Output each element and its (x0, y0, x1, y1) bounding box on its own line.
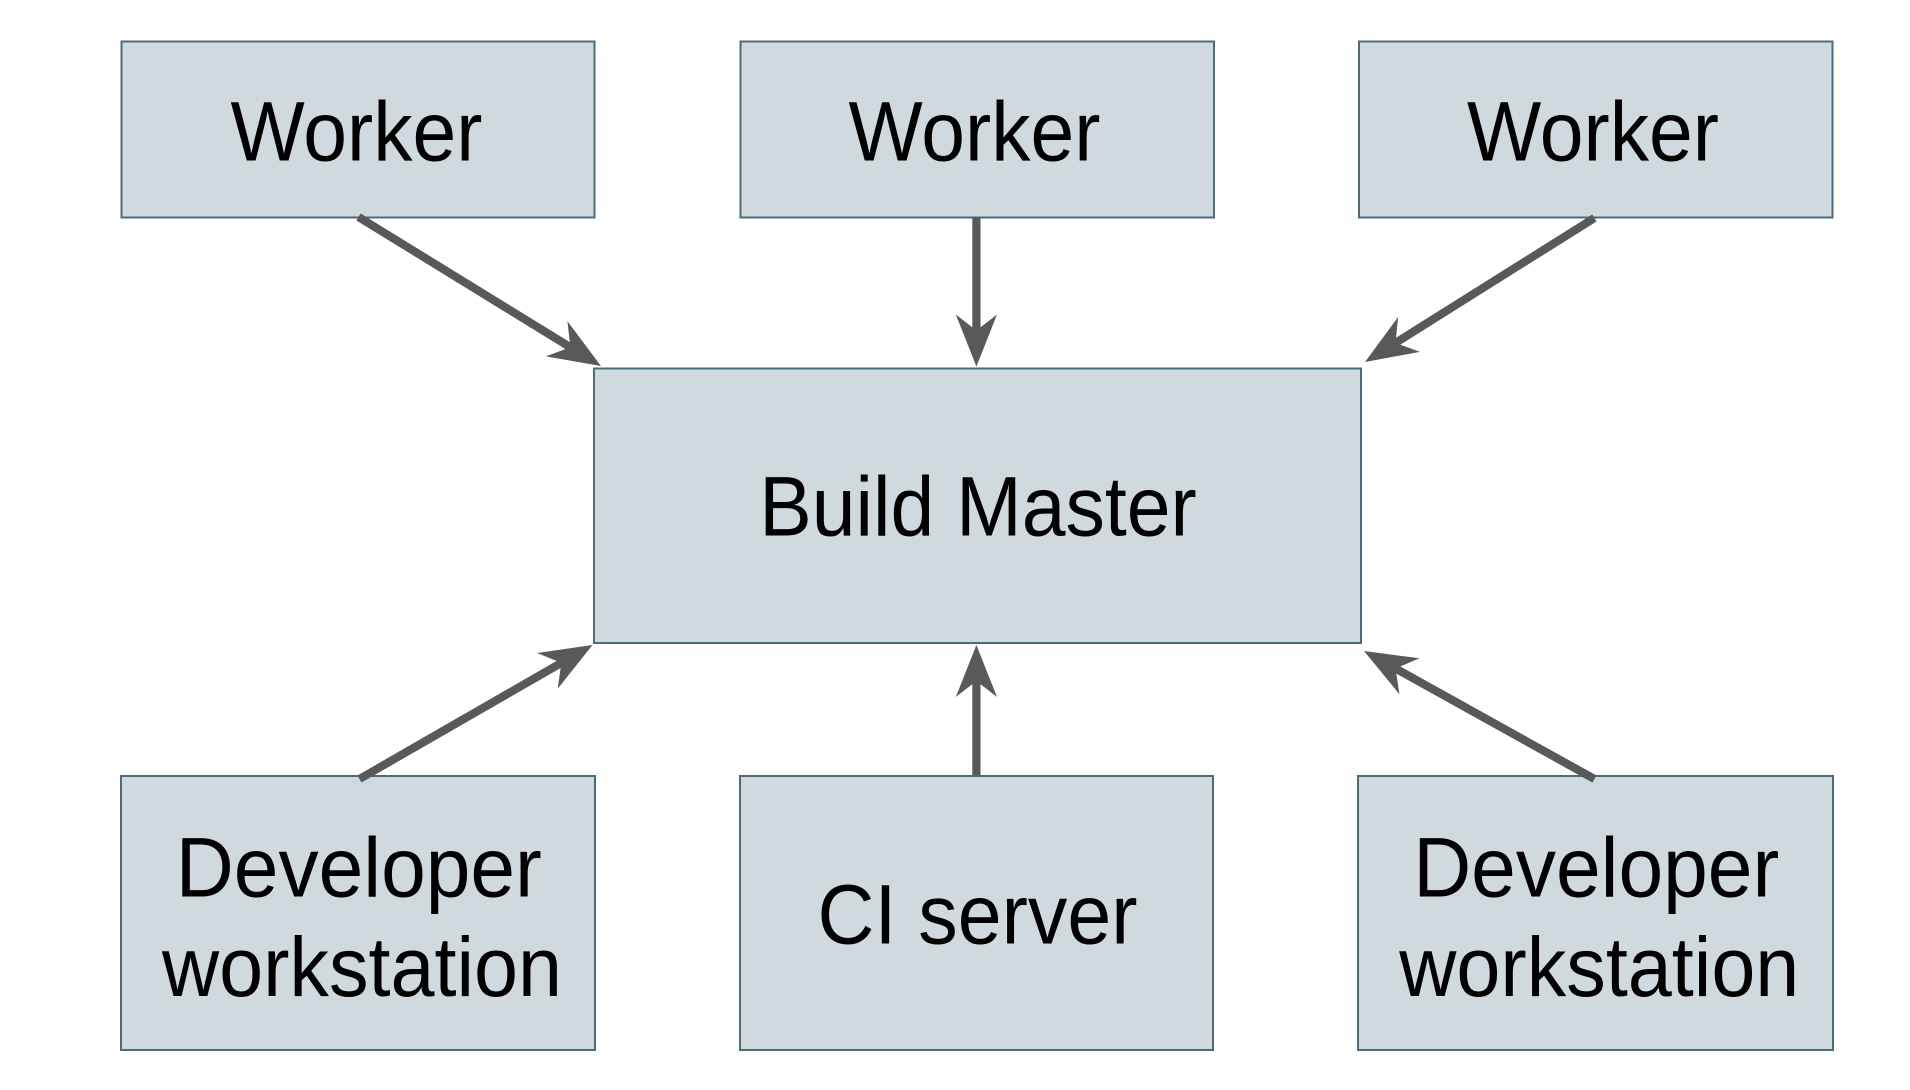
svg-text:Worker: Worker (1467, 85, 1719, 179)
svg-text:Developer: Developer (1413, 821, 1779, 915)
svg-text:Worker: Worker (231, 85, 483, 179)
svg-text:workstation: workstation (1398, 920, 1799, 1014)
svg-text:Developer: Developer (176, 821, 542, 915)
svg-text:CI server: CI server (818, 868, 1138, 962)
svg-text:Worker: Worker (849, 85, 1101, 179)
svg-text:Build Master: Build Master (759, 460, 1196, 554)
svg-text:workstation: workstation (161, 920, 562, 1014)
